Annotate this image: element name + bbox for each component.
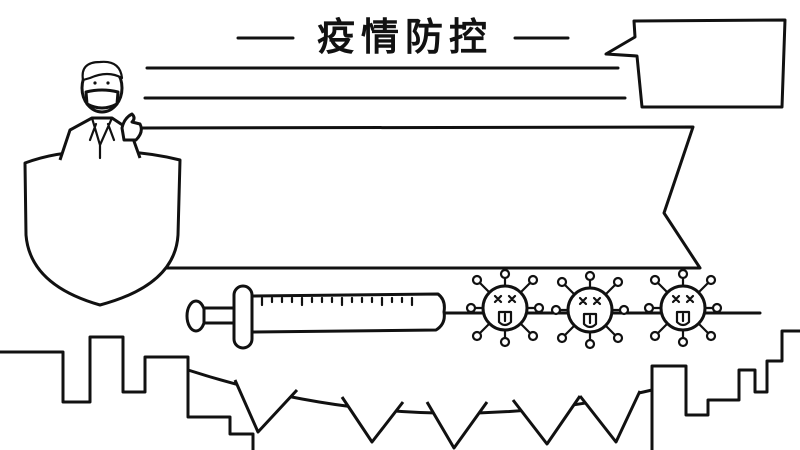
skyline-right: [650, 329, 800, 450]
bunting-flags: [186, 368, 654, 450]
virus-icon-1: [465, 268, 545, 348]
writing-lines: [138, 66, 692, 130]
shield: [23, 150, 182, 307]
syringe-icon: [185, 284, 762, 350]
page-title: 疫情防控: [316, 15, 493, 59]
virus-icon-3: [643, 268, 723, 348]
virus-icon-2: [550, 270, 630, 350]
doctor-icon: [58, 60, 143, 161]
speech-bubble: [604, 18, 787, 109]
skyline-left: [0, 335, 255, 450]
virus-icons: [465, 268, 723, 350]
ribbon-banner: [139, 125, 702, 270]
